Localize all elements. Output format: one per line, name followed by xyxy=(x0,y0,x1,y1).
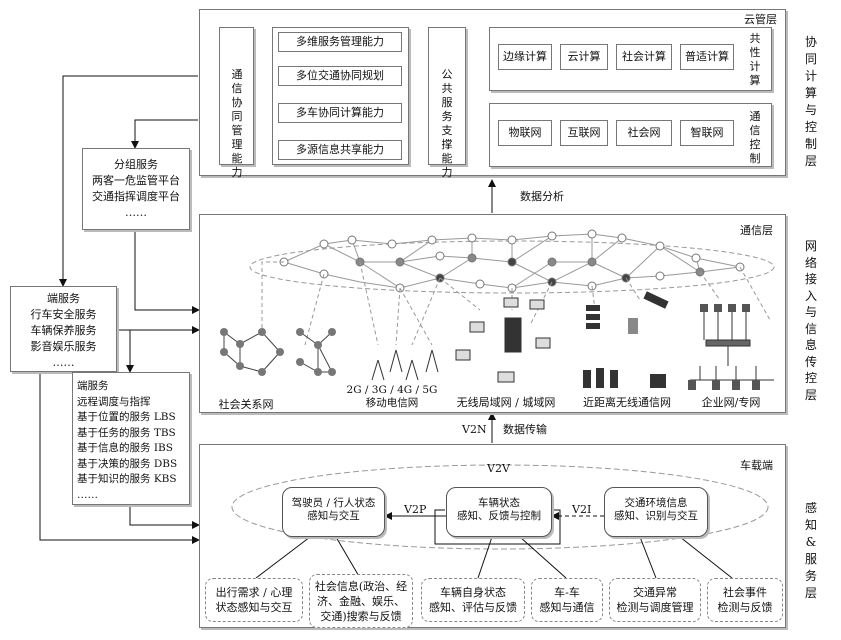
comm-coord-mgmt-box: 通信协同管理能力 xyxy=(219,27,254,179)
network-0: 物联网 xyxy=(498,120,552,146)
capability-3: 多源信息共享能力 xyxy=(278,140,402,160)
bottom-box-1: 社会信息(政治、经 济、金融、娱乐、 交通)搜索与反馈 xyxy=(309,574,413,628)
bottom-box-0: 出行需求 / 心理 状态感知与交互 xyxy=(205,578,303,622)
data-analysis-label: 数据分析 xyxy=(520,190,564,203)
computing-label: 共性计算 xyxy=(749,32,761,87)
v2n-label: V2N xyxy=(462,423,487,436)
vehicle-layer-panel xyxy=(199,444,786,628)
network-2: 社会网 xyxy=(616,120,672,146)
comm-coord-mgmt-text: 通信协同管理能力 xyxy=(231,68,243,179)
network-1: 互联网 xyxy=(560,120,608,146)
right-label-cloud: 协同计算与控制层 xyxy=(804,35,817,168)
capability-2: 多车协同计算能力 xyxy=(278,103,402,123)
vehicle-layer-label: 车载端 xyxy=(740,459,773,472)
vehicle-state-box: 车辆状态 感知、反馈与控制 xyxy=(446,487,552,537)
driver-state-box: 驾驶员 / 行人状态 感知与交互 xyxy=(282,487,385,537)
v2p-label: V2P xyxy=(404,503,427,516)
public-service-box: 公共服务支撑能力 xyxy=(428,27,466,179)
capability-1: 多位交通协同规划 xyxy=(278,66,402,86)
public-service-text: 公共服务支撑能力 xyxy=(441,68,453,179)
comm-layer-panel xyxy=(199,214,786,413)
v2v-label: V2V xyxy=(487,462,510,475)
right-label-network: 网络接入与信息传控层 xyxy=(804,239,817,402)
bottom-box-4: 交通异常 检测与调度管理 xyxy=(609,578,701,622)
end-service-box-2: 端服务 远程调度与指挥 基于位置的服务 LBS 基于任务的服务 TBS 基于信息… xyxy=(72,372,190,505)
computing-1: 云计算 xyxy=(560,44,608,70)
computing-2: 社会计算 xyxy=(616,44,672,70)
cloud-layer-label: 云管层 xyxy=(744,13,777,26)
computing-0: 边缘计算 xyxy=(498,44,552,70)
short-range-label: 近距离无线通信网 xyxy=(583,396,671,409)
bottom-box-2: 车辆自身状态 感知、评估与反馈 xyxy=(421,578,525,622)
traffic-env-box: 交通环境信息 感知、识别与交互 xyxy=(604,487,708,537)
comm-layer-label: 通信层 xyxy=(740,224,773,237)
computing-3: 普适计算 xyxy=(680,44,734,70)
right-label-sensing: 感知&服务层 xyxy=(804,501,817,600)
group-service-box: 分组服务 两客一危监管平台 交通指挥调度平台 …… xyxy=(82,148,190,230)
networks-label: 通信控制 xyxy=(749,110,761,165)
end-service-box-1: 端服务 行车安全服务 车辆保养服务 影音娱乐服务 …… xyxy=(10,286,117,372)
social-network-label: 社会关系网 xyxy=(218,398,274,411)
wlan-label: 无线局域网 / 城域网 xyxy=(456,396,556,409)
v2i-label: V2I xyxy=(572,503,592,516)
bottom-box-3: 车-车 感知与通信 xyxy=(531,578,603,622)
enterprise-label: 企业网/专网 xyxy=(701,396,761,409)
capability-0: 多维服务管理能力 xyxy=(278,32,402,52)
network-3: 智联网 xyxy=(680,120,734,146)
bottom-box-5: 社会事件 检测与反馈 xyxy=(707,578,783,622)
mobile-network-label: 2G / 3G / 4G / 5G 移动电信网 xyxy=(346,384,438,409)
data-transfer-label: 数据传输 xyxy=(503,423,547,436)
